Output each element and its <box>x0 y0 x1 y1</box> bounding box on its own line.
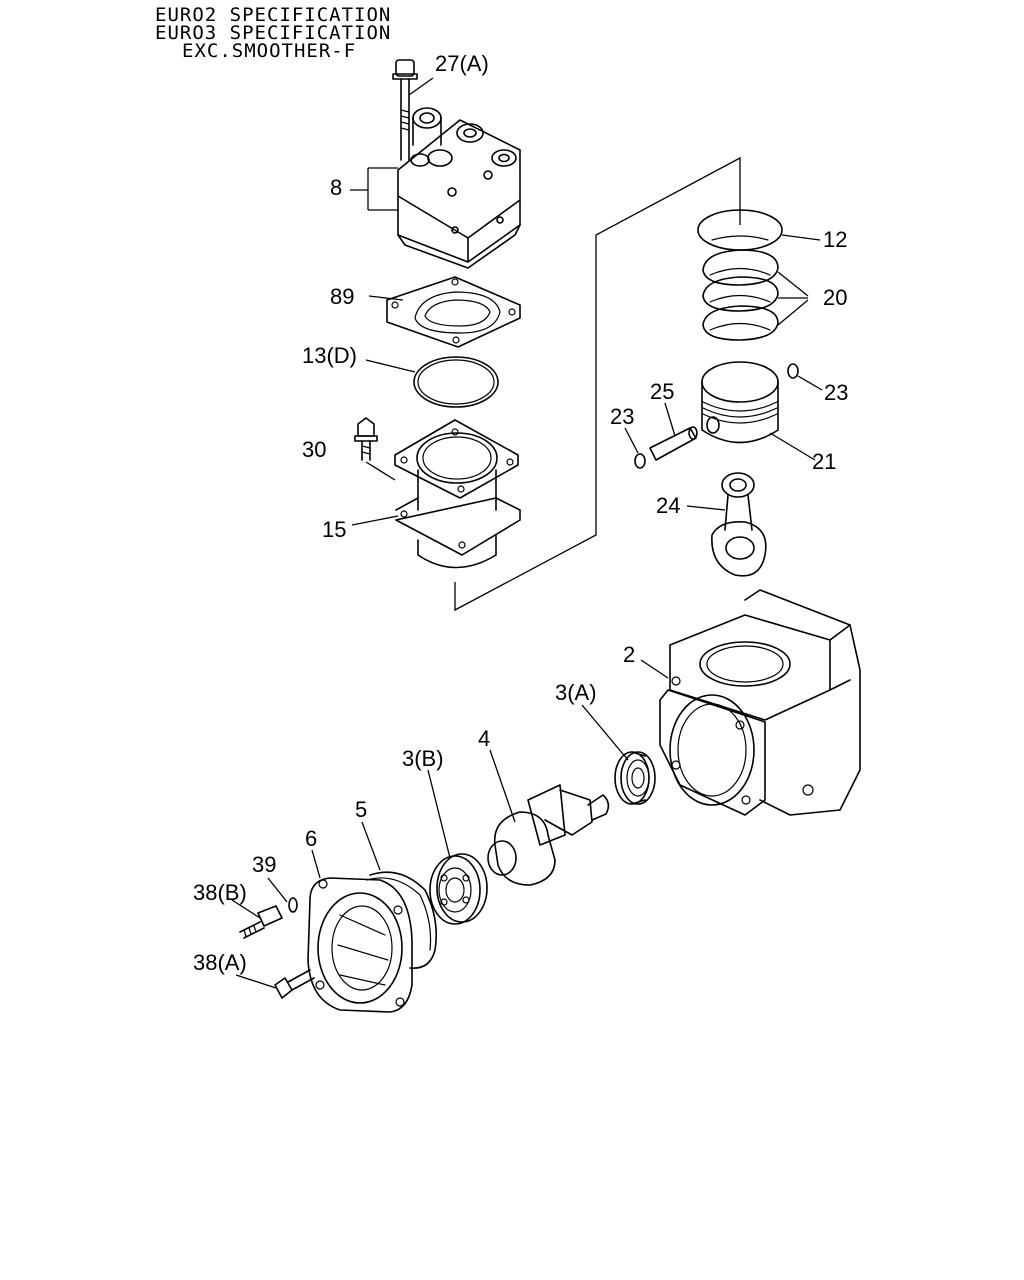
bearing-3b <box>429 853 488 925</box>
o-ring-5 <box>366 871 438 969</box>
label-24: 24 <box>656 493 680 518</box>
circlip-23-right <box>787 363 799 379</box>
label-2: 2 <box>623 642 635 667</box>
bolt-30 <box>354 417 378 461</box>
header-line-2: EURO3 SPECIFICATION <box>155 22 391 44</box>
label-39: 39 <box>252 852 276 877</box>
label-89: 89 <box>330 284 354 309</box>
cylinder-15 <box>365 419 521 569</box>
label-8: 8 <box>330 175 342 200</box>
label-25: 25 <box>650 379 674 404</box>
label-38b: 38(B) <box>193 880 247 905</box>
crankcase-2 <box>659 589 861 816</box>
label-12: 12 <box>823 227 847 252</box>
label-6: 6 <box>305 826 317 851</box>
label-4: 4 <box>478 726 490 751</box>
crankshaft-4 <box>487 784 610 886</box>
bearing-3a <box>614 751 656 805</box>
end-cover-6 <box>307 877 413 1013</box>
label-30: 30 <box>302 437 326 462</box>
label-3b: 3(B) <box>402 746 444 771</box>
label-27a: 27(A) <box>435 51 489 76</box>
header-line-3: EXC.SMOOTHER-F <box>182 40 356 62</box>
piston-pin-25 <box>649 426 698 461</box>
label-15: 15 <box>322 517 346 542</box>
label-21: 21 <box>812 449 836 474</box>
piston-21 <box>701 361 779 444</box>
washer-39 <box>288 897 298 913</box>
label-20: 20 <box>823 285 847 310</box>
label-3a: 3(A) <box>555 680 597 705</box>
label-23-left: 23 <box>610 404 634 429</box>
connecting-rod-24 <box>711 472 767 577</box>
leader-lines <box>231 77 823 989</box>
label-13d: 13(D) <box>302 343 357 368</box>
cylinder-head-8 <box>397 107 521 269</box>
piston-rings-20 <box>702 249 779 341</box>
stud-bolt-38b <box>239 905 283 939</box>
label-23-right: 23 <box>824 380 848 405</box>
alignment-guide-lines <box>454 156 741 612</box>
o-ring-13d <box>413 356 499 408</box>
label-38a: 38(A) <box>193 950 247 975</box>
bolt-27a <box>392 59 418 161</box>
header-line-1: EURO2 SPECIFICATION <box>155 4 391 26</box>
circlip-23-left <box>634 453 646 469</box>
bolt-38a <box>274 969 315 999</box>
label-5: 5 <box>355 797 367 822</box>
gasket-89 <box>386 276 521 348</box>
